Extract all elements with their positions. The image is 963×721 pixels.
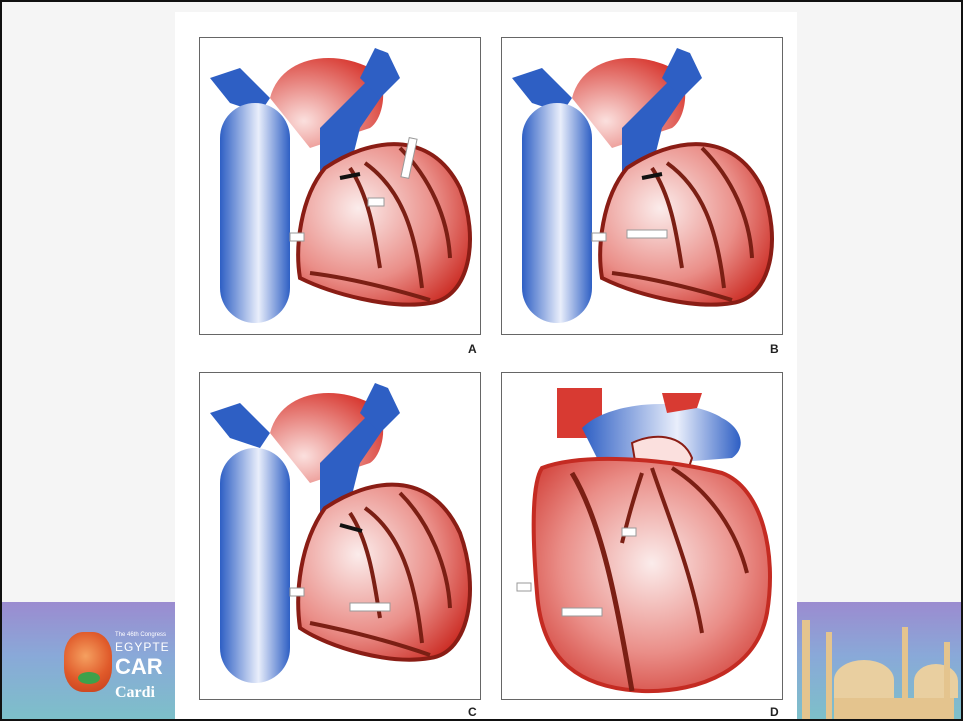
arrow-icon [627,230,667,238]
banner-cardio-text: CAR [115,654,163,680]
arrow-icon [517,583,531,591]
superior-vena-cava [220,103,290,323]
banner-small-text: The 46th Congress [115,632,166,638]
minaret-icon [902,627,908,721]
arrow-icon [622,528,636,536]
dome-icon [834,660,894,700]
arrow-icon [290,588,304,596]
left-vessels [210,403,270,448]
dome-icon [914,664,958,698]
panel-c: C [199,372,481,700]
banner-cardio2-text: Cardi [115,684,155,702]
superior-vena-cava [522,103,592,323]
superior-vena-cava [220,448,290,683]
panel-label-a: A [468,342,477,356]
panel-label-c: C [468,705,477,719]
ventricles [534,459,770,691]
arrow-icon [562,608,602,616]
arrow-icon [368,198,384,206]
banner-logo-area: The 46th Congress EGYPTE CAR Cardi [2,602,177,721]
panel-label-b: B [770,342,779,356]
arrow-icon [350,603,390,611]
heart-figure: A [175,12,797,721]
arrow-icon [592,233,606,241]
building-icon [834,698,954,721]
arrow-icon [290,233,304,241]
panel-a: A [199,37,481,335]
conference-logo-icon [64,632,112,692]
panel-label-d: D [770,705,779,719]
panel-d: D [501,372,783,700]
minaret-icon [944,642,950,721]
banner-skyline [794,602,963,721]
banner-egypt-text: EGYPTE [115,640,170,654]
minaret-icon [802,620,810,720]
minaret-icon [826,632,832,721]
panel-b: B [501,37,783,335]
